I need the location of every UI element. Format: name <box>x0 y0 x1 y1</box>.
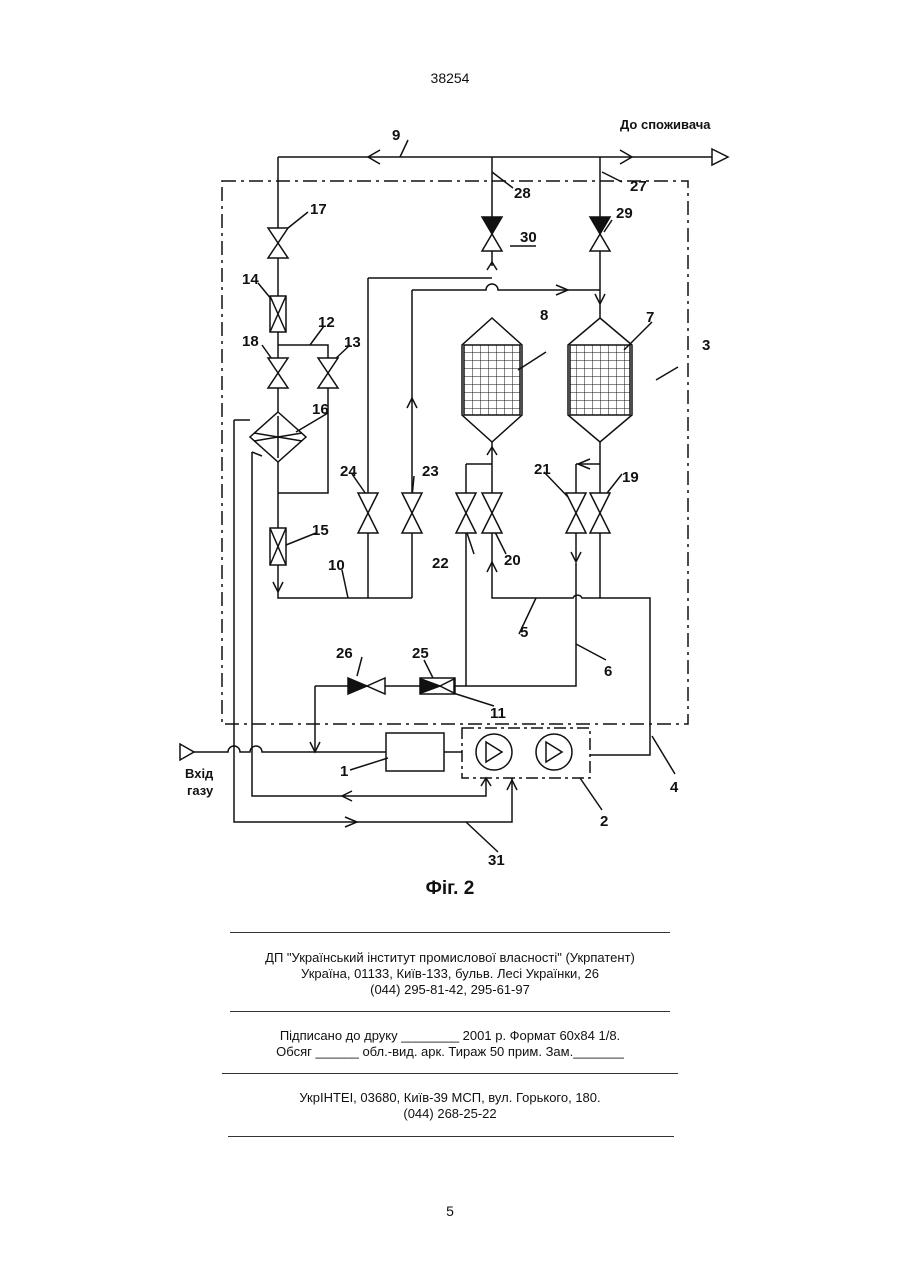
ref-7: 7 <box>646 309 654 326</box>
ref-22: 22 <box>432 555 449 572</box>
imprint-line: Обсяг ______ обл.-вид. арк. Тираж 50 при… <box>0 1044 900 1060</box>
check-valve-26 <box>348 678 385 694</box>
ref-21: 21 <box>534 461 551 478</box>
valve-13 <box>318 358 338 388</box>
valve-20 <box>482 493 502 533</box>
divider <box>228 1136 674 1137</box>
ref-31: 31 <box>488 852 505 869</box>
dryer-1 <box>386 733 444 771</box>
ref-9: 9 <box>392 127 400 144</box>
ref-28: 28 <box>514 185 531 202</box>
ref-12: 12 <box>318 314 335 331</box>
valve-21 <box>566 493 586 533</box>
divider <box>222 1073 678 1074</box>
imprint-block-publisher: ДП "Український інститут промислової вла… <box>0 950 900 998</box>
check-valve-29 <box>590 217 610 251</box>
valve-24 <box>358 493 378 533</box>
imprint-block-printer: УкрІНТЕІ, 03680, Київ-39 МСП, вул. Горьк… <box>0 1090 900 1122</box>
ref-13: 13 <box>344 334 361 351</box>
inlet-arrow <box>180 744 194 760</box>
imprint-line: Україна, 01133, Київ-133, бульв. Лесі Ук… <box>0 966 900 982</box>
ref-2: 2 <box>600 813 608 830</box>
ref-29: 29 <box>616 205 633 222</box>
valve-25 <box>420 678 455 694</box>
ref-4: 4 <box>670 779 679 796</box>
imprint-block-print: Підписано до друку ________ 2001 р. Форм… <box>0 1028 900 1060</box>
imprint-line: (044) 295-81-42, 295-61-97 <box>0 982 900 998</box>
ref-23: 23 <box>422 463 439 480</box>
imprint-line: ДП "Український інститут промислової вла… <box>0 950 900 966</box>
inlet-label-line1: Вхід <box>185 766 214 781</box>
ref-26: 26 <box>336 645 353 662</box>
ref-30: 30 <box>520 229 537 246</box>
valve-18 <box>268 358 288 388</box>
ref-8: 8 <box>540 307 548 324</box>
divider <box>230 1011 670 1012</box>
ref-16: 16 <box>312 401 329 418</box>
imprint-line: (044) 268-25-22 <box>0 1106 900 1122</box>
check-valve-30 <box>482 217 502 251</box>
imprint-line: Підписано до друку ________ 2001 р. Форм… <box>0 1028 900 1044</box>
ref-24: 24 <box>340 463 357 480</box>
ref-3: 3 <box>702 337 710 354</box>
enclosure-3 <box>222 181 688 724</box>
ref-14: 14 <box>242 271 259 288</box>
ref-18: 18 <box>242 333 259 350</box>
ref-19: 19 <box>622 469 639 486</box>
valve-23 <box>402 493 422 533</box>
ref-27: 27 <box>630 178 647 195</box>
process-schematic-figure: До споживача Вхід газу 9 28 27 17 29 30 … <box>0 0 900 900</box>
inlet-label-line2: газу <box>187 783 214 798</box>
ref-25: 25 <box>412 645 429 662</box>
ref-20: 20 <box>504 552 521 569</box>
imprint-line: УкрІНТЕІ, 03680, Київ-39 МСП, вул. Горьк… <box>0 1090 900 1106</box>
ref-15: 15 <box>312 522 329 539</box>
valve-22 <box>456 493 476 533</box>
ref-11: 11 <box>490 705 506 722</box>
valve-17 <box>268 228 288 258</box>
figure-caption: Фіг. 2 <box>0 878 900 900</box>
ref-1: 1 <box>340 763 348 780</box>
ref-6: 6 <box>604 663 612 680</box>
outlet-label: До споживача <box>620 117 711 132</box>
ref-10: 10 <box>328 557 345 574</box>
outlet-arrow <box>712 149 728 165</box>
ref-17: 17 <box>310 201 327 218</box>
valve-19 <box>590 493 610 533</box>
page-number: 5 <box>0 1203 900 1219</box>
divider <box>230 932 670 933</box>
ref-5: 5 <box>520 624 528 641</box>
